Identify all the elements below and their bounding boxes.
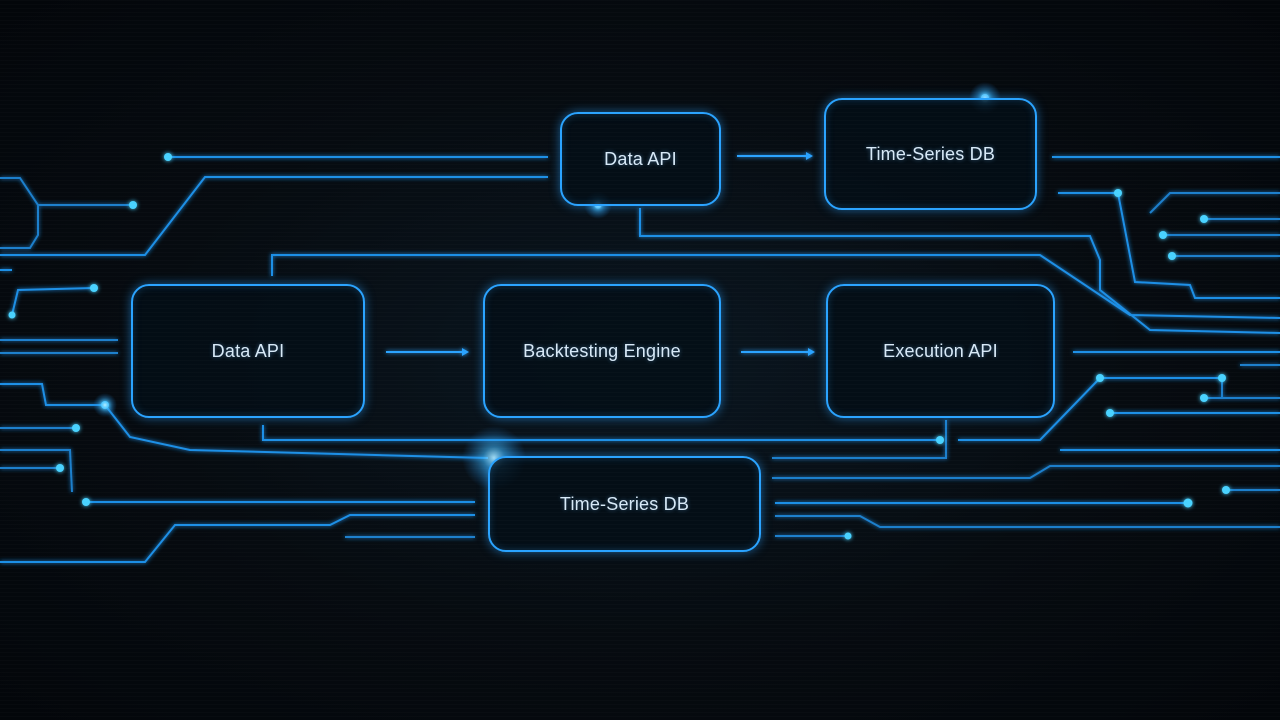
node-label: Backtesting Engine bbox=[523, 340, 681, 361]
arrowhead bbox=[806, 152, 813, 160]
trace-dot bbox=[90, 284, 98, 292]
trace-dot bbox=[129, 201, 137, 209]
flow-arrows bbox=[386, 152, 815, 356]
trace-dot bbox=[8, 311, 16, 319]
trace bbox=[639, 208, 1280, 334]
trace-dot bbox=[936, 436, 944, 444]
trace-dot bbox=[1114, 189, 1122, 197]
trace bbox=[772, 420, 947, 459]
trace-dot bbox=[56, 464, 64, 472]
trace-dot bbox=[82, 498, 90, 506]
trace-dot bbox=[1183, 498, 1193, 508]
arrowhead bbox=[462, 348, 469, 356]
trace-dot bbox=[1200, 394, 1208, 402]
trace-dot bbox=[72, 424, 80, 432]
circuit-traces bbox=[0, 156, 1280, 563]
trace bbox=[262, 425, 940, 441]
trace bbox=[1058, 192, 1280, 299]
trace bbox=[0, 177, 133, 206]
trace-dot bbox=[1168, 252, 1176, 260]
node-data-api-top[interactable]: Data API bbox=[560, 112, 721, 206]
node-label: Execution API bbox=[883, 340, 998, 361]
trace bbox=[11, 287, 95, 316]
trace-dot bbox=[1222, 486, 1230, 494]
trace bbox=[0, 449, 73, 493]
trace bbox=[0, 176, 548, 256]
node-execution-api[interactable]: Execution API bbox=[826, 284, 1055, 418]
trace bbox=[0, 205, 39, 249]
trace-dot bbox=[844, 532, 852, 540]
trace-dot bbox=[1096, 374, 1104, 382]
flare bbox=[93, 393, 117, 417]
node-backtesting-engine[interactable]: Backtesting Engine bbox=[483, 284, 721, 418]
trace-dot bbox=[1200, 215, 1208, 223]
node-label: Time-Series DB bbox=[865, 143, 996, 164]
node-label: Data API bbox=[604, 148, 677, 169]
node-label: Time-Series DB bbox=[559, 493, 690, 514]
trace-dot bbox=[1218, 374, 1226, 382]
node-time-series-db-top[interactable]: Time-Series DB bbox=[824, 98, 1037, 210]
node-time-series-db-bottom[interactable]: Time-Series DB bbox=[488, 456, 761, 552]
trace bbox=[775, 515, 1280, 528]
node-data-api-middle[interactable]: Data API bbox=[131, 284, 365, 418]
trace bbox=[1204, 378, 1223, 399]
trace bbox=[0, 514, 475, 563]
trace-dot bbox=[1106, 409, 1114, 417]
trace-dot bbox=[164, 153, 172, 161]
trace bbox=[271, 254, 1280, 319]
trace bbox=[1149, 192, 1280, 214]
trace bbox=[772, 465, 1280, 479]
trace-dot bbox=[1159, 231, 1167, 239]
node-label: Data API bbox=[211, 340, 285, 361]
arrowhead bbox=[808, 348, 815, 356]
trace bbox=[958, 377, 1222, 441]
